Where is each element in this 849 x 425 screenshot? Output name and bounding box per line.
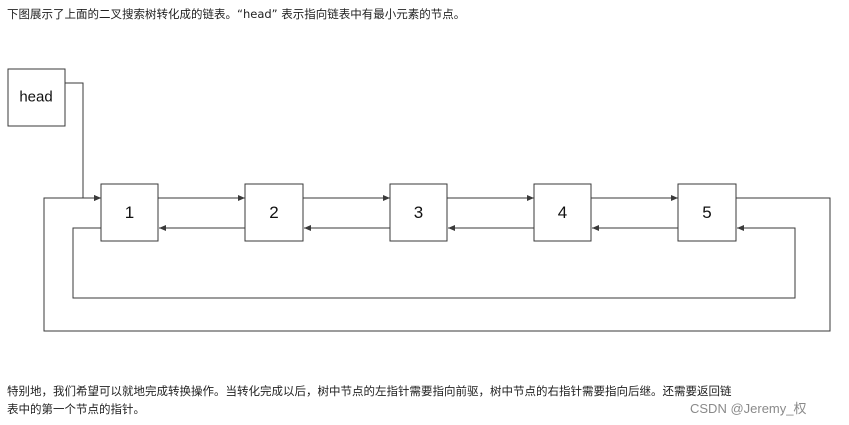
node-value: 1 bbox=[125, 203, 134, 222]
inner-loop-arrow bbox=[72, 225, 796, 299]
intro-text: 下图展示了上面的二叉搜索树转化成的链表。“head” 表示指向链表中有最小元素的… bbox=[7, 7, 466, 21]
watermark: CSDN @Jeremy_权 bbox=[690, 401, 807, 416]
node-value: 3 bbox=[414, 203, 423, 222]
head-box: head bbox=[7, 68, 66, 127]
node-value: 2 bbox=[269, 203, 278, 222]
description-line-1: 特别地，我们希望可以就地完成转换操作。当转化完成以后，树中节点的左指针需要指向前… bbox=[7, 384, 732, 398]
outer-loop-arrow bbox=[43, 195, 831, 332]
head-label: head bbox=[19, 89, 52, 106]
list-node-5: 5 bbox=[677, 183, 737, 242]
list-node-2: 2 bbox=[244, 183, 304, 242]
description-line-2: 表中的第一个节点的指针。 bbox=[7, 402, 145, 416]
head-pointer-arrow bbox=[65, 82, 101, 201]
node-value: 4 bbox=[558, 203, 567, 222]
list-node-1: 1 bbox=[100, 183, 159, 242]
node-value: 5 bbox=[702, 203, 711, 222]
list-node-4: 4 bbox=[533, 183, 592, 242]
list-node-3: 3 bbox=[389, 183, 448, 242]
